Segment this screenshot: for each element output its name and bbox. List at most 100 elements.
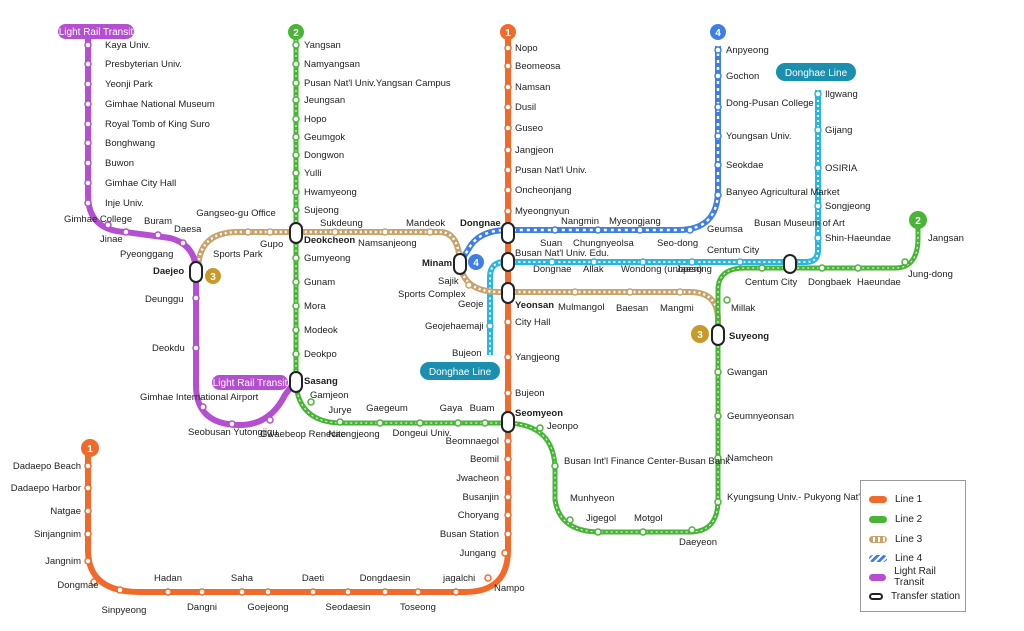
svg-text:Bujeon: Bujeon [452, 348, 482, 359]
svg-text:Dangni: Dangni [187, 602, 217, 613]
svg-text:Gunam: Gunam [304, 277, 335, 288]
svg-text:Dongmae: Dongmae [57, 580, 98, 591]
svg-text:Gaya: Gaya [440, 403, 463, 414]
svg-text:City Hall: City Hall [515, 317, 550, 328]
svg-text:Baesan: Baesan [616, 303, 648, 314]
svg-text:Sports Park: Sports Park [213, 249, 263, 260]
svg-text:Deokcheon: Deokcheon [304, 235, 355, 246]
svg-text:Anpyeong: Anpyeong [726, 45, 769, 56]
svg-text:Mangmi: Mangmi [660, 303, 694, 314]
svg-text:Yeonsan: Yeonsan [515, 300, 554, 311]
legend: Line 1 Line 2 Line 3 Line 4 Light Rail T… [860, 480, 966, 612]
svg-text:Deunggu: Deunggu [145, 294, 184, 305]
svg-text:Gijang: Gijang [825, 125, 852, 136]
donghae-labels: Ilgwang Gijang OSIRIA Songjeong Shin-Hae… [425, 89, 891, 359]
donghae-tag-bottom: Donghae Line [420, 362, 500, 380]
svg-text:Gaegeum: Gaegeum [366, 403, 408, 414]
svg-text:Shin-Haeundae: Shin-Haeundae [825, 233, 891, 244]
svg-text:Myeongnyun: Myeongnyun [515, 206, 569, 217]
lrt-labels: Kaya Univ. Presbyterian Univ. Yeonji Par… [64, 40, 346, 440]
svg-text:Yangjeong: Yangjeong [515, 352, 560, 363]
svg-text:Allak: Allak [583, 264, 604, 275]
svg-text:Jeonpo: Jeonpo [547, 421, 578, 432]
svg-text:Suan: Suan [540, 238, 562, 249]
donghae-tag-top: Donghae Line [776, 63, 856, 81]
svg-text:Jwacheon: Jwacheon [456, 473, 499, 484]
svg-text:Jurye: Jurye [328, 405, 351, 416]
svg-text:Pyeonggang: Pyeonggang [120, 249, 173, 260]
line1-path [85, 35, 511, 595]
svg-text:Dong-Pusan College: Dong-Pusan College [726, 98, 814, 109]
svg-text:Dadaepo Harbor: Dadaepo Harbor [11, 483, 81, 494]
svg-text:Inje Univ.: Inje Univ. [105, 198, 144, 209]
svg-text:Dongnae: Dongnae [533, 264, 572, 275]
svg-text:Sinjangnim: Sinjangnim [34, 529, 81, 540]
svg-text:Centum City: Centum City [745, 277, 798, 288]
svg-text:Gumyeong: Gumyeong [304, 253, 350, 264]
svg-text:Gimhae College: Gimhae College [64, 214, 132, 225]
svg-text:Natgae: Natgae [50, 506, 81, 517]
line2-badge-top: 2 [288, 24, 304, 40]
svg-text:Jung-dong: Jung-dong [908, 269, 953, 280]
line4-stations [551, 46, 722, 234]
line3-labels: Gangseo-gu Office Sports Park Gupo Sukde… [196, 208, 694, 314]
svg-text:Centum City: Centum City [707, 245, 760, 256]
legend-line2: Line 2 [869, 511, 922, 527]
transfer-stations [189, 222, 797, 433]
svg-text:Hwamyeong: Hwamyeong [304, 187, 357, 198]
svg-text:Sujeong: Sujeong [304, 205, 339, 216]
svg-text:Jangsan: Jangsan [928, 233, 964, 244]
svg-text:Munhyeon: Munhyeon [570, 493, 614, 504]
svg-text:Dongeui Univ.: Dongeui Univ. [393, 428, 452, 439]
svg-text:Light Rail Transit: Light Rail Transit [213, 378, 288, 389]
svg-text:Busan Museum of Art: Busan Museum of Art [754, 218, 845, 229]
line3-badge-left: 3 [205, 268, 221, 284]
svg-text:Jangnim: Jangnim [45, 556, 81, 567]
line2-badge-right: 2 [909, 211, 927, 229]
svg-text:Gochon: Gochon [726, 71, 759, 82]
svg-text:Donghae Line: Donghae Line [785, 68, 848, 79]
svg-text:Deokpo: Deokpo [304, 349, 337, 360]
svg-text:Busan Nat'l Univ. Edu.: Busan Nat'l Univ. Edu. [515, 248, 609, 259]
svg-text:Busan Station: Busan Station [440, 529, 499, 540]
svg-text:Gangseo-gu Office: Gangseo-gu Office [196, 208, 276, 219]
lrt-tag-top: Light Rail Transit [58, 24, 134, 39]
svg-text:3: 3 [210, 272, 216, 283]
line4-badge-minam: 4 [468, 254, 484, 270]
svg-text:Dongbaek: Dongbaek [808, 277, 852, 288]
svg-text:Nampo: Nampo [494, 583, 525, 594]
svg-text:Mandeok: Mandeok [406, 218, 445, 229]
svg-text:Naengjeong: Naengjeong [328, 429, 379, 440]
svg-text:Banyeo Agricultural Market: Banyeo Agricultural Market [726, 187, 840, 198]
svg-text:Dusil: Dusil [515, 102, 536, 113]
line4-labels: Anpyeong Gochon Dong-Pusan College Young… [540, 45, 840, 249]
svg-text:2: 2 [293, 28, 299, 39]
svg-text:Buram: Buram [144, 216, 172, 227]
svg-text:1: 1 [505, 28, 511, 39]
line1-labels: Nopo Beomeosa Namsan Dusil Guseo Jangjeo… [11, 43, 609, 616]
svg-text:Presbyterian Univ.: Presbyterian Univ. [105, 59, 182, 70]
svg-text:Yangsan: Yangsan [304, 40, 341, 51]
svg-text:Seokdae: Seokdae [726, 160, 764, 171]
line1-badge-top: 1 [500, 24, 516, 40]
svg-text:Geumsa: Geumsa [707, 224, 744, 235]
svg-text:Light Rail Transit: Light Rail Transit [59, 27, 134, 38]
svg-text:Namyangsan: Namyangsan [304, 59, 360, 70]
lrt-tag-sasang: Light Rail Transit [212, 375, 288, 390]
svg-text:Kyungsung Univ.- Pukyong Nat'l: Kyungsung Univ.- Pukyong Nat'l Univ. [727, 492, 886, 503]
svg-text:Busan Int'l Finance Center-Bus: Busan Int'l Finance Center-Busan Bank [564, 456, 730, 467]
svg-text:Daeyeon: Daeyeon [679, 537, 717, 548]
svg-text:Yulli: Yulli [304, 168, 321, 179]
svg-text:Dadaepo Beach: Dadaepo Beach [13, 461, 81, 472]
svg-text:Saha: Saha [231, 573, 254, 584]
svg-text:Gimhae International Airport: Gimhae International Airport [140, 392, 259, 403]
legend-transfer: Transfer station [869, 588, 960, 604]
svg-text:Kaya Univ.: Kaya Univ. [105, 40, 150, 51]
donghae-stations [486, 90, 822, 330]
svg-text:Pusan Nat'l Univ.: Pusan Nat'l Univ. [515, 165, 587, 176]
svg-text:1: 1 [87, 444, 93, 455]
svg-text:Dongwon: Dongwon [304, 150, 344, 161]
legend-lrt: Light Rail Transit [869, 566, 965, 588]
legend-line4: Line 4 [869, 550, 922, 566]
svg-text:Goejeong: Goejeong [247, 602, 288, 613]
